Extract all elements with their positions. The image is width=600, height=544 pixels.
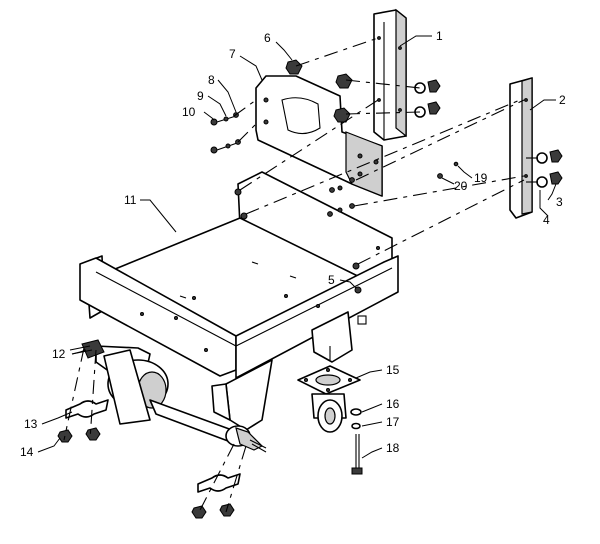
callout-7: 7 [229,47,236,61]
callout-14: 14 [20,445,34,459]
hardware-fasteners [57,59,563,519]
callout-13: 13 [24,417,38,431]
callout-5: 5 [328,273,335,287]
part-7-mounting-plate [255,75,383,197]
callout-18: 18 [386,441,400,455]
part-11-platform-tray [79,171,399,431]
callout-6: 6 [264,31,271,45]
callout-1: 1 [436,29,443,43]
callout-2: 2 [559,93,566,107]
callout-16: 16 [386,397,400,411]
callout-4: 4 [543,213,550,227]
part-2-upright-bracket [509,77,533,219]
callout-12: 12 [52,347,66,361]
callout-17: 17 [386,415,400,429]
leader-lines [37,35,557,459]
callout-11: 11 [124,193,137,207]
callout-8: 8 [208,73,215,87]
callout-15: 15 [386,363,400,377]
callout-3: 3 [556,195,563,209]
callout-9: 9 [197,89,204,103]
callout-10: 10 [182,105,196,119]
part-1-upright-bracket [373,8,407,141]
callout-20: 20 [454,179,468,193]
part-13-pipe-clamp-right [197,473,241,493]
drive-axle-assembly [69,339,267,453]
part-15-caster [297,365,361,433]
part-13-pipe-clamp-left [65,399,109,419]
assembly-centerlines [63,37,538,515]
callout-labels: 1 2 3 4 5 6 7 8 9 10 11 12 13 14 15 16 1… [20,29,566,459]
callout-19: 19 [474,171,488,185]
